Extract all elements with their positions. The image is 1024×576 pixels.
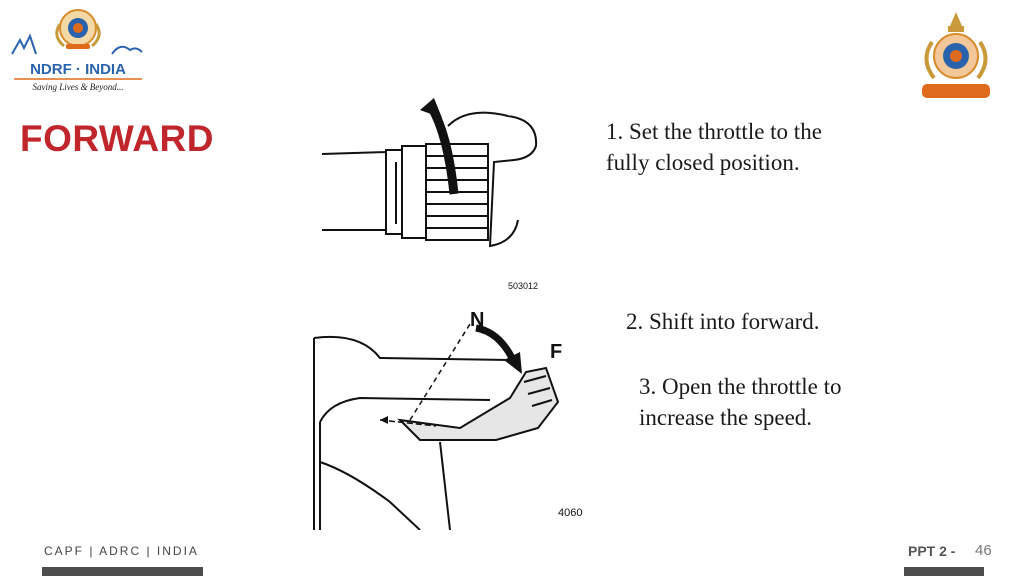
ndrf-logo-text: NDRF · INDIA: [30, 61, 126, 78]
step-2-text: 2. Shift into forward.: [626, 306, 820, 337]
ndrf-logo-tagline: Saving Lives & Beyond...: [33, 82, 124, 92]
step-2-line-1: 2. Shift into forward.: [626, 309, 820, 334]
ndrf-india-logo: NDRF · INDIA Saving Lives & Beyond...: [8, 2, 148, 94]
step-1-text: 1. Set the throttle to the fully closed …: [606, 116, 886, 178]
step-1-line-2: fully closed position.: [606, 150, 800, 175]
ndrf-emblem-right: [912, 8, 1000, 104]
page-number: 46: [975, 542, 992, 559]
step-3-text: 3. Open the throttle to increase the spe…: [639, 371, 919, 433]
shift-lever-figure: N F 4060: [310, 302, 590, 531]
forward-label: F: [550, 341, 562, 363]
step-3-line-2: increase the speed.: [639, 405, 813, 430]
figure1-code: 503012: [508, 281, 538, 291]
figure2-code: 4060: [558, 507, 582, 519]
throttle-grip-figure: 503012: [318, 96, 548, 296]
step-3-line-1: 3. Open the throttle to: [639, 374, 842, 399]
slide-title: FORWARD: [20, 118, 214, 159]
ppt-label: PPT 2 -: [908, 543, 956, 559]
footer-organization-text: CAPF | ADRC | INDIA: [44, 544, 199, 558]
footer-bar-left: [42, 567, 203, 576]
footer-bar-right: [904, 567, 984, 576]
neutral-label: N: [470, 309, 484, 331]
step-1-line-1: 1. Set the throttle to the: [606, 119, 822, 144]
